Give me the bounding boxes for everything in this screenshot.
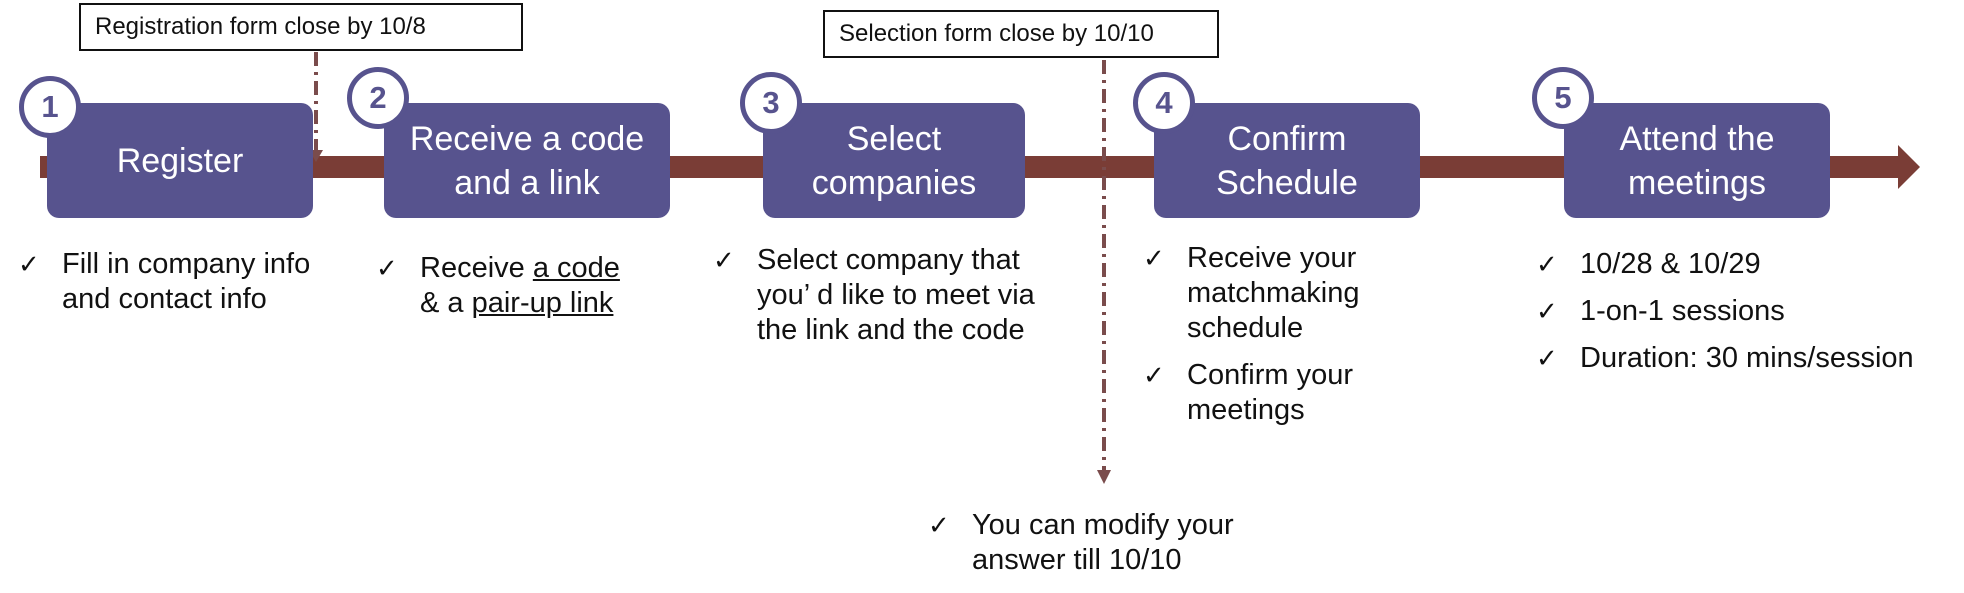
list-item: ✓10/28 & 10/29 bbox=[1536, 248, 1761, 280]
step-4-box: Confirm Schedule bbox=[1154, 103, 1420, 218]
step-5-details: ✓10/28 & 10/29 ✓1-on-1 sessions ✓Duratio… bbox=[1536, 247, 1914, 388]
check-icon: ✓ bbox=[1143, 243, 1165, 273]
list-item: ✓1-on-1 sessions bbox=[1536, 295, 1785, 327]
list-item: ✓Receive your matchmaking schedule bbox=[1143, 242, 1360, 344]
step-3-number: 3 bbox=[740, 72, 802, 134]
step-4-number: 4 bbox=[1133, 72, 1195, 134]
step-3-box: Select companies bbox=[763, 103, 1025, 218]
step-3-details: ✓Select company that you’ d like to meet… bbox=[713, 243, 1035, 360]
list-item: ✓Receive a code& a pair-up link bbox=[376, 252, 620, 319]
check-icon: ✓ bbox=[1536, 343, 1558, 373]
check-icon: ✓ bbox=[1143, 360, 1165, 390]
list-item: ✓Duration: 30 mins/session bbox=[1536, 342, 1914, 374]
step-5-box: Attend the meetings bbox=[1564, 103, 1830, 218]
selection-deadline-arrowhead bbox=[1097, 470, 1111, 484]
code-underlined-text: a code bbox=[532, 252, 620, 284]
step-1-details: ✓Fill in company info and contact info bbox=[18, 247, 310, 329]
step-1-box: Register bbox=[47, 103, 313, 218]
step-4-details: ✓Receive your matchmaking schedule ✓Conf… bbox=[1143, 241, 1359, 440]
list-item: ✓You can modify your answer till 10/10 bbox=[928, 509, 1234, 576]
check-icon: ✓ bbox=[1536, 249, 1558, 279]
step-5-number: 5 bbox=[1532, 67, 1594, 129]
check-icon: ✓ bbox=[713, 245, 735, 275]
step-2-details: ✓Receive a code& a pair-up link bbox=[376, 251, 620, 333]
pair-up-link-underlined-text: pair-up link bbox=[471, 287, 614, 319]
registration-close-note: Registration form close by 10/8 bbox=[79, 3, 523, 51]
list-item: ✓Fill in company info and contact info bbox=[18, 248, 311, 315]
step-2-box: Receive a code and a link bbox=[384, 103, 670, 218]
timeline-arrow-head bbox=[1898, 145, 1920, 189]
list-item: ✓Select company that you’ d like to meet… bbox=[713, 244, 1035, 346]
check-icon: ✓ bbox=[18, 249, 40, 279]
check-icon: ✓ bbox=[376, 253, 398, 283]
check-icon: ✓ bbox=[1536, 296, 1558, 326]
list-item: ✓Confirm your meetings bbox=[1143, 359, 1353, 426]
modify-answer-note: ✓You can modify your answer till 10/10 bbox=[928, 508, 1234, 578]
step-2-number: 2 bbox=[347, 67, 409, 129]
step-1-number: 1 bbox=[19, 76, 81, 138]
selection-close-note: Selection form close by 10/10 bbox=[823, 10, 1219, 58]
check-icon: ✓ bbox=[928, 510, 950, 540]
